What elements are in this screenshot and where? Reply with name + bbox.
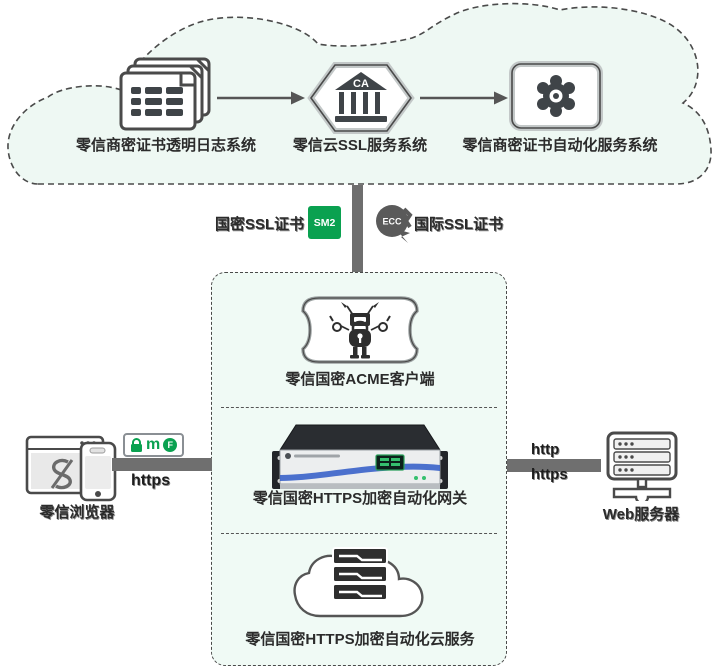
ecc-badge-text: ECC xyxy=(382,217,402,227)
automation-service-label: 零信商密证书自动化服务系统 xyxy=(462,137,658,154)
https-gateway-appliance-icon xyxy=(272,424,448,489)
ca-authority-icon: CA xyxy=(307,62,415,134)
ecc-cert-label: 国际SSL证书 xyxy=(414,216,504,233)
browser-security-badge: m F xyxy=(123,433,185,457)
cloud-service-icon xyxy=(293,547,424,618)
cloud-service-label: 零信国密HTTPS加密自动化云服务 xyxy=(245,631,475,648)
certificate-log-icon xyxy=(119,57,211,131)
ssl-service-label: 零信云SSL服务系统 xyxy=(292,137,428,154)
web-server-icon xyxy=(606,431,678,501)
browser-to-box-connector xyxy=(112,458,212,471)
box-separator-1 xyxy=(221,407,497,408)
log-system-label: 零信商密证书透明日志系统 xyxy=(75,137,256,154)
gateway-label: 零信国密HTTPS加密自动化网关 xyxy=(252,490,468,507)
automation-gear-icon xyxy=(509,61,603,131)
right-http-label: http xyxy=(531,441,560,458)
cloud-to-box-connector xyxy=(352,185,363,273)
browser-phone-icon xyxy=(25,435,117,502)
sm2-badge: SM2 xyxy=(308,206,341,239)
acme-robot-icon xyxy=(301,296,419,364)
box-to-server-connector xyxy=(507,459,601,472)
right-https-label: https xyxy=(531,466,568,483)
acme-client-label: 零信国密ACME客户端 xyxy=(285,371,435,388)
sm2-cert-label: 国密SSL证书 xyxy=(215,216,305,233)
arrow-log-to-ca xyxy=(217,91,305,105)
web-server-label: Web服务器 xyxy=(602,506,680,523)
left-https-label: https xyxy=(131,472,171,489)
ca-badge-text: CA xyxy=(353,78,369,90)
box-separator-2 xyxy=(221,533,497,534)
ecc-seal-icon: ECC xyxy=(376,205,413,243)
badge-m-letter: m xyxy=(146,436,161,453)
browser-label: 零信浏览器 xyxy=(39,504,115,521)
arrow-ca-to-automation xyxy=(420,91,508,105)
badge-f-mark: F xyxy=(163,438,178,452)
lock-icon xyxy=(131,437,142,452)
